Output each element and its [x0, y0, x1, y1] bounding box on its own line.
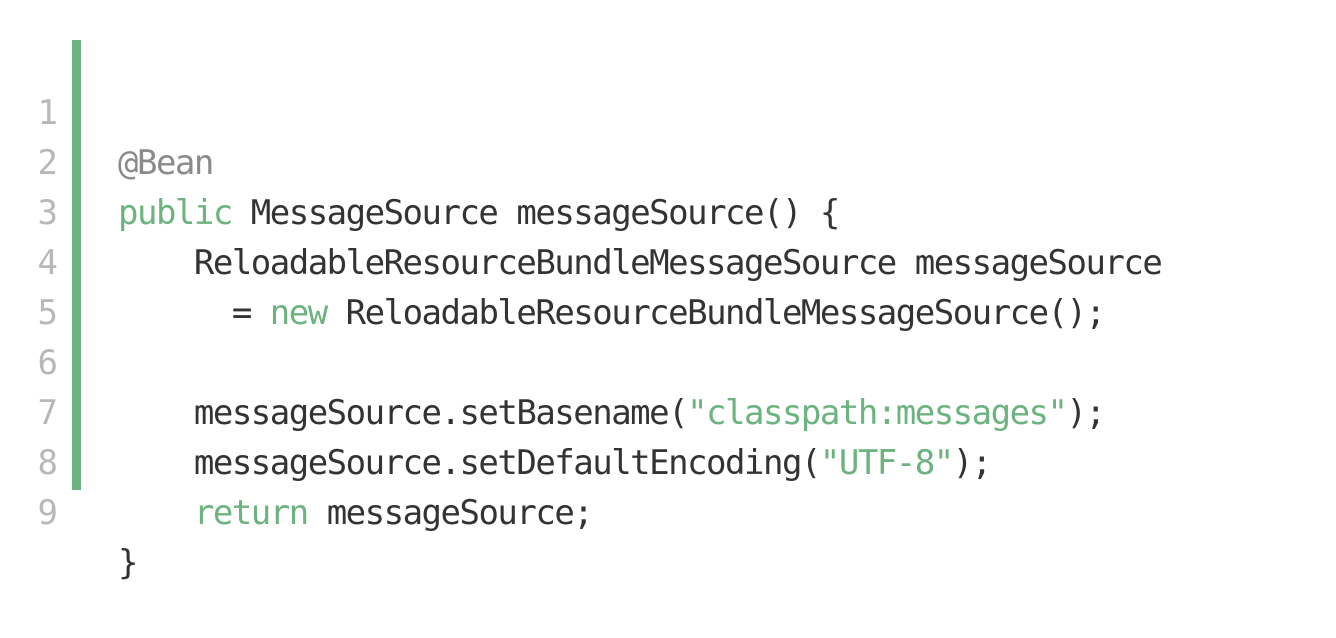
code-token: MessageSource messageSource() {	[231, 193, 841, 233]
code-token: messageSource.setDefaultEncoding(	[118, 443, 822, 483]
string-token: "UTF-8"	[819, 443, 954, 483]
code-line: 8 return messageSource;	[0, 388, 1336, 533]
code-token: );	[1066, 393, 1106, 433]
code-line: 9 }	[0, 438, 1336, 583]
code-line: 7 messageSource.setDefaultEncoding("UTF-…	[0, 338, 1336, 483]
code-token: ReloadableResourceBundleMessageSource me…	[118, 243, 1163, 283]
line-number: 4	[37, 243, 58, 283]
line-number: 7	[37, 393, 58, 433]
line-number: 2	[37, 143, 58, 183]
keyword-token: return	[193, 493, 309, 533]
line-code: return messageSource;	[118, 488, 594, 538]
code-line: 6 messageSource.setBasename("classpath:m…	[0, 288, 1336, 433]
code-token: =	[118, 293, 270, 333]
line-code: = new ReloadableResourceBundleMessageSou…	[118, 288, 1106, 338]
code-block: 1 @Bean 2 public MessageSource messageSo…	[0, 38, 1336, 583]
code-token: messageSource;	[307, 493, 594, 533]
line-number: 1	[37, 93, 58, 133]
line-number: 9	[37, 493, 58, 533]
line-code: @Bean	[118, 138, 214, 188]
code-token: messageSource.setBasename(	[118, 393, 689, 433]
gutter-accent-bar	[72, 40, 81, 490]
line-code: public MessageSource messageSource() {	[118, 188, 841, 238]
line-code: }	[118, 538, 138, 588]
code-line: 4 = new ReloadableResourceBundleMessageS…	[0, 188, 1336, 333]
code-line: 1 @Bean	[0, 38, 1336, 183]
line-code: ReloadableResourceBundleMessageSource me…	[118, 238, 1163, 288]
code-token: );	[952, 443, 992, 483]
line-number: 8	[37, 443, 58, 483]
code-token: ReloadableResourceBundleMessageSource();	[326, 293, 1106, 333]
code-line: 2 public MessageSource messageSource() {	[0, 88, 1336, 233]
annotation-token: @Bean	[118, 143, 214, 183]
code-token	[118, 493, 194, 533]
line-code: messageSource.setDefaultEncoding("UTF-8"…	[118, 438, 992, 488]
code-token: }	[118, 543, 138, 583]
line-number: 5	[37, 293, 58, 333]
line-number: 6	[37, 343, 58, 383]
keyword-token: public	[118, 193, 233, 233]
code-line: 5	[0, 238, 1336, 333]
code-line: 3 ReloadableResourceBundleMessageSource …	[0, 138, 1336, 283]
keyword-token: new	[269, 293, 328, 333]
line-code: messageSource.setBasename("classpath:mes…	[118, 388, 1106, 438]
line-number: 3	[37, 193, 58, 233]
string-token: "classpath:messages"	[687, 393, 1068, 433]
